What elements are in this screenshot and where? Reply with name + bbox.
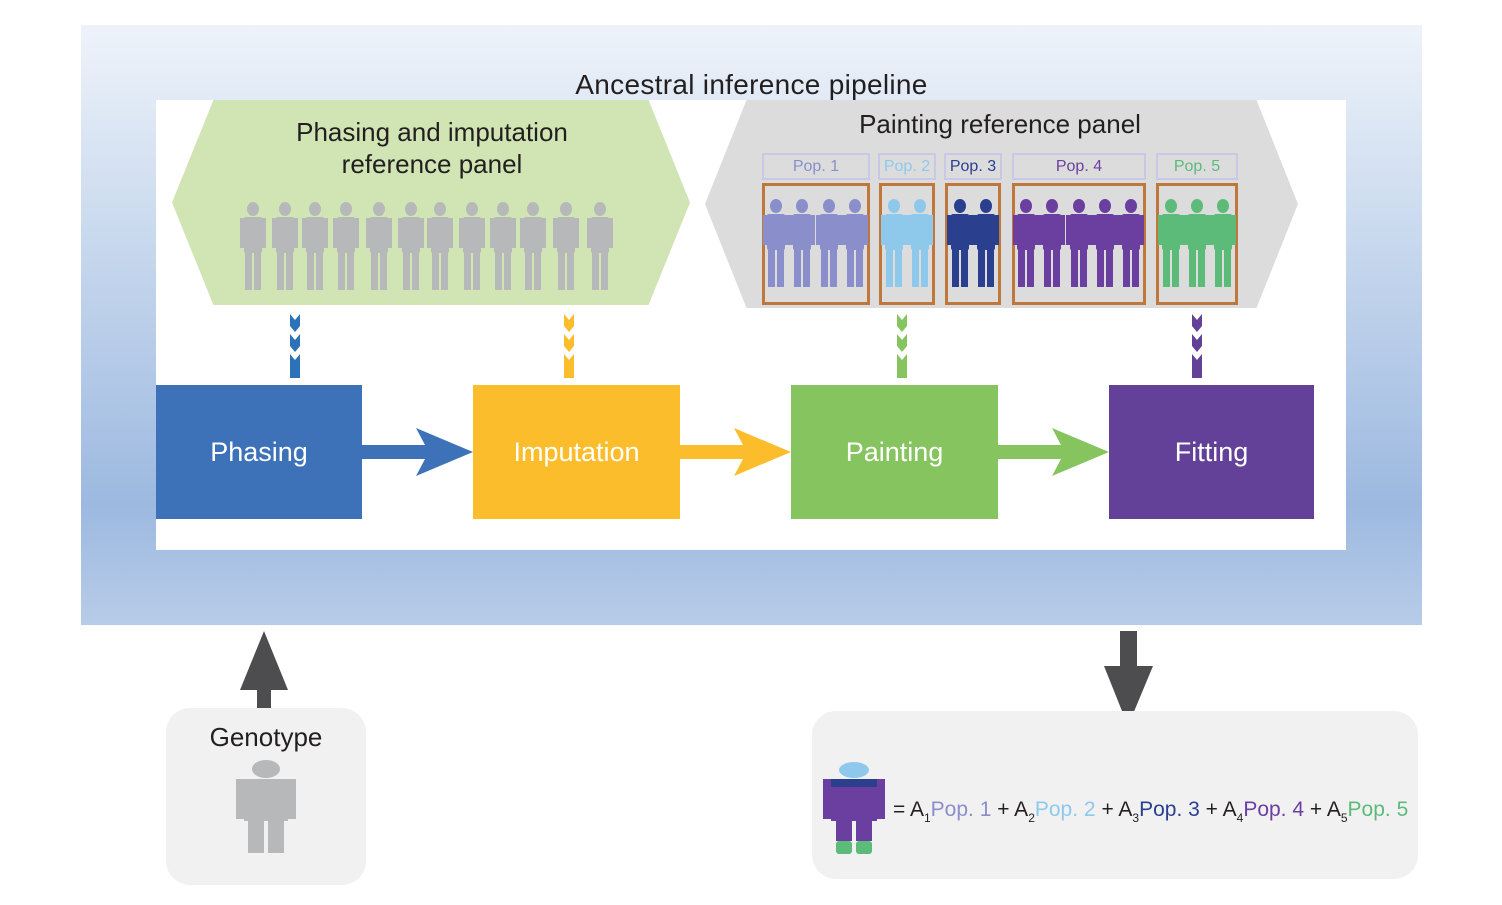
pop-4-person-1 bbox=[1013, 199, 1039, 287]
pop-3-person-1 bbox=[947, 199, 973, 287]
grey-person-10 bbox=[520, 202, 546, 290]
pop-1-person-3 bbox=[816, 199, 842, 287]
pop-4-person-2 bbox=[1039, 199, 1065, 287]
pop-5-label: Pop. 5 bbox=[1156, 153, 1238, 180]
pop-4-person-4 bbox=[1092, 199, 1118, 287]
phasing-panel-title-line1: Phasing and imputation bbox=[296, 117, 568, 147]
grey-person-11 bbox=[553, 202, 579, 290]
fitting-connector bbox=[1192, 314, 1202, 378]
pop-1-label-text: Pop. 1 bbox=[792, 158, 840, 175]
pop-3-person-2 bbox=[973, 199, 999, 287]
grey-person-6 bbox=[398, 202, 424, 290]
formula-sub-1: 1 bbox=[923, 811, 931, 825]
phasing-connector bbox=[290, 314, 300, 378]
pop-1-person-4 bbox=[842, 199, 868, 287]
pop-5-person-3 bbox=[1210, 199, 1236, 287]
formula-sub-5: 5 bbox=[1340, 811, 1348, 825]
stage-painting: Painting bbox=[791, 385, 998, 519]
formula-sub-2: 2 bbox=[1028, 811, 1035, 825]
formula-coef-5: A bbox=[1326, 798, 1341, 821]
formula-plus-2: + bbox=[1101, 798, 1114, 821]
pop-3-frame bbox=[945, 183, 1001, 305]
stage-fitting-label: Fitting bbox=[1174, 436, 1249, 467]
grey-person-5 bbox=[366, 202, 392, 290]
formula-pop-3: Pop. 3 bbox=[1139, 798, 1200, 821]
phasing-panel-title: Phasing and imputation reference panel bbox=[232, 116, 632, 180]
pop-4-label-text: Pop. 4 bbox=[1055, 158, 1103, 175]
formula-coef-2: A bbox=[1014, 798, 1029, 821]
arrow-phasing-to-imputation bbox=[362, 428, 473, 476]
stage-phasing-label: Phasing bbox=[210, 436, 308, 467]
pop-5-label-text: Pop. 5 bbox=[1173, 158, 1221, 175]
grey-person-4 bbox=[333, 202, 359, 290]
pop-4-label: Pop. 4 bbox=[1012, 153, 1146, 180]
formula-pop-2: Pop. 2 bbox=[1034, 798, 1096, 821]
stage-fitting: Fitting bbox=[1109, 385, 1314, 519]
arrow-imputation-to-painting bbox=[680, 428, 791, 476]
formula-equals: = bbox=[893, 798, 906, 821]
stage-painting-label: Painting bbox=[845, 436, 944, 467]
stage-imputation-label: Imputation bbox=[513, 436, 640, 467]
grey-person-12 bbox=[587, 202, 613, 290]
grey-person-1 bbox=[240, 202, 266, 290]
formula-sub-4: 4 bbox=[1236, 811, 1244, 825]
pop-2-label: Pop. 2 bbox=[878, 153, 936, 180]
pop-5-frame bbox=[1156, 183, 1238, 305]
pop-2-person-2 bbox=[907, 199, 933, 287]
formula-plus-4: + bbox=[1309, 798, 1323, 821]
formula-plus-3: + bbox=[1205, 798, 1218, 821]
pop-1-person-1 bbox=[763, 199, 789, 287]
formula-coef-1: A bbox=[909, 798, 924, 821]
formula-plus-1: + bbox=[997, 798, 1010, 821]
formula-pop-1: Pop. 1 bbox=[930, 798, 992, 821]
formula-coef-4: A bbox=[1222, 798, 1237, 821]
pop-3-label: Pop. 3 bbox=[944, 153, 1002, 180]
formula-pop-5: Pop. 5 bbox=[1347, 798, 1409, 821]
pop-2-person-1 bbox=[881, 199, 907, 287]
output-down-arrow bbox=[1104, 631, 1153, 726]
output-box bbox=[812, 711, 1418, 879]
pop-2-frame bbox=[879, 183, 935, 305]
imputation-connector bbox=[564, 314, 574, 378]
stage-phasing: Phasing bbox=[156, 385, 362, 519]
pop-5-person-1 bbox=[1158, 199, 1184, 287]
admixture-formula: = A1Pop. 1 + A2Pop. 2 + A3Pop. 3 + A4Pop… bbox=[893, 798, 1408, 825]
pipeline-title: Ancestral inference pipeline bbox=[575, 69, 928, 100]
arrow-painting-to-fitting bbox=[998, 428, 1109, 476]
grey-person-8 bbox=[459, 202, 485, 290]
grey-person-2 bbox=[272, 202, 298, 290]
pop-1-person-2 bbox=[789, 199, 815, 287]
phasing-panel-title-line2: reference panel bbox=[341, 149, 523, 179]
pop-2-label-text: Pop. 2 bbox=[883, 158, 931, 175]
painting-panel-title: Painting reference panel bbox=[859, 109, 1141, 139]
grey-person-3 bbox=[302, 202, 328, 290]
grey-person-7 bbox=[427, 202, 453, 290]
pop-5-person-2 bbox=[1184, 199, 1210, 287]
formula-pop-4: Pop. 4 bbox=[1243, 798, 1305, 821]
pop-1-label: Pop. 1 bbox=[762, 153, 870, 180]
stage-imputation: Imputation bbox=[473, 385, 680, 519]
pop-3-label-text: Pop. 3 bbox=[949, 158, 997, 175]
grey-person-9 bbox=[490, 202, 516, 290]
pop-4-person-3 bbox=[1066, 199, 1092, 287]
pop-4-person-5 bbox=[1118, 199, 1144, 287]
painting-connector bbox=[897, 314, 907, 378]
input-up-arrow bbox=[240, 631, 288, 708]
formula-sub-3: 3 bbox=[1132, 811, 1140, 825]
formula-coef-3: A bbox=[1118, 798, 1133, 821]
genotype-label: Genotype bbox=[209, 722, 323, 752]
